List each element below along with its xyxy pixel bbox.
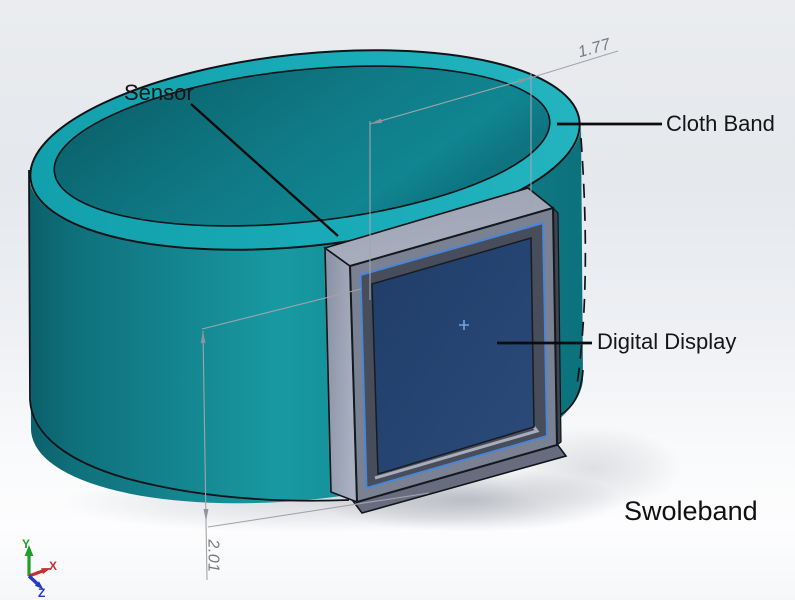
band-right-silhouette-dashed — [576, 137, 587, 386]
display-screen — [371, 237, 535, 475]
x-axis-label: X — [49, 559, 57, 573]
x-axis — [28, 568, 45, 578]
y-axis-label: Y — [22, 537, 30, 551]
sensor-leader — [190, 103, 339, 237]
z-axis-arrowhead — [34, 581, 44, 590]
y-axis-arrowhead — [24, 545, 34, 556]
z-axis-label: Z — [38, 586, 45, 600]
x-axis-arrowhead — [41, 568, 51, 574]
digital-display-model — [323, 187, 568, 514]
display-glass-edge — [374, 426, 540, 480]
z-axis — [27, 574, 39, 585]
orientation-triad: Y X Z — [22, 537, 57, 600]
dim-height-ext-bottom — [207, 492, 430, 528]
dim-height-ext-top — [201, 288, 362, 330]
callout-leaders — [190, 103, 662, 345]
product-name-label: Swoleband — [624, 496, 758, 526]
dimension-arrows — [200, 78, 530, 521]
sensor-callout-label: Sensor — [124, 80, 194, 105]
screen-center-mark — [459, 320, 469, 330]
band-inner-surface — [53, 65, 551, 227]
band-right-bottom-edge — [559, 369, 584, 416]
digital-display-callout-label: Digital Display — [597, 329, 737, 354]
dimension-height-value: 2.01 — [204, 539, 222, 573]
band-left-silhouette — [28, 169, 350, 502]
cloth-band-callout-label: Cloth Band — [666, 111, 775, 136]
